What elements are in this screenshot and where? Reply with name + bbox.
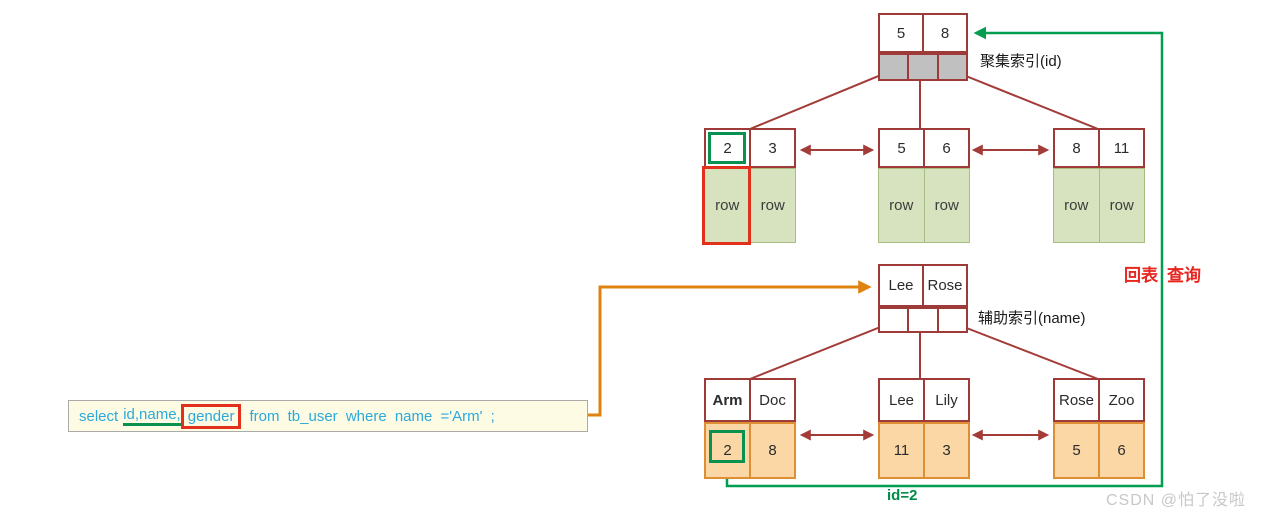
csdn-watermark: CSDN @怕了没啦 <box>1106 492 1247 509</box>
id-value-cell: 3 <box>942 442 951 459</box>
key-cell: Doc <box>759 391 786 409</box>
clustered-leaf-3-keys: 8 11 <box>1053 128 1145 168</box>
clustered-root-pointers <box>878 53 968 81</box>
row-cell: row <box>879 169 925 242</box>
id-value-cell: 8 <box>768 442 777 459</box>
key-cell: Rose <box>1055 380 1100 420</box>
secondary-child-link-right <box>950 321 1099 380</box>
id-value-cell: 2 <box>706 424 751 477</box>
secondary-leaf-2-keys: Lee Lily <box>878 378 970 422</box>
id-equals-2-label: id=2 <box>887 487 918 504</box>
pointer-cell <box>880 55 910 79</box>
clustered-leaf-3-rows: row row <box>1053 168 1145 243</box>
pointer-cell <box>880 309 910 331</box>
secondary-root-node: Lee Rose <box>878 264 968 307</box>
key-cell: Rose <box>927 277 963 294</box>
pointer-cell <box>909 55 939 79</box>
sql-select-keyword: select <box>79 407 119 425</box>
key-cell: 3 <box>768 139 777 157</box>
pointer-cell <box>939 309 966 331</box>
key-cell: Lee <box>880 380 925 420</box>
key-cell: 5 <box>880 15 924 51</box>
key-cell: Arm <box>706 380 751 420</box>
row-cell: row <box>760 197 785 214</box>
clustered-root-node: 5 8 <box>878 13 968 53</box>
id-value-cell: 11 <box>880 424 925 477</box>
clustered-leaf-2-keys: 5 6 <box>878 128 970 168</box>
clustered-child-link-right <box>950 69 1099 130</box>
pointer-cell <box>909 309 939 331</box>
key-cell: 6 <box>942 139 951 157</box>
clustered-leaf-2-rows: row row <box>878 168 970 243</box>
sql-rest-clause: from tb_user where name ='Arm' ; <box>249 407 495 425</box>
query-text: 查询 <box>1167 266 1201 285</box>
id-value-cell: 6 <box>1117 442 1126 459</box>
clustered-index-label: 聚集索引(id) <box>980 53 1062 70</box>
secondary-leaf-1-keys: Arm Doc <box>704 378 796 422</box>
highlight-id-2-secondary <box>709 430 745 463</box>
highlight-key-2-clustered <box>708 132 746 164</box>
secondary-leaf-3-keys: Rose Zoo <box>1053 378 1145 422</box>
key-cell: 11 <box>1113 139 1130 157</box>
key-cell: Lily <box>935 391 958 409</box>
sql-gender-column-boxed: gender <box>180 403 242 429</box>
row-cell: row <box>1054 169 1100 242</box>
key-cell: 8 <box>1055 130 1100 166</box>
key-cell: 5 <box>880 130 925 166</box>
back-table-text: 回表 <box>1124 266 1158 285</box>
sql-columns-underlined: id,name, <box>123 406 181 426</box>
secondary-leaf-3-values: 5 6 <box>1053 422 1145 479</box>
secondary-leaf-2-values: 11 3 <box>878 422 970 479</box>
id-value-cell: 5 <box>1055 424 1100 477</box>
secondary-index-label: 辅助索引(name) <box>978 310 1086 327</box>
key-cell: Lee <box>880 266 924 305</box>
sql-statement-box: select id,name, gender from tb_user wher… <box>68 400 588 432</box>
highlight-row-clustered <box>702 166 751 245</box>
row-cell: row <box>934 197 959 214</box>
key-cell: 8 <box>940 24 950 42</box>
row-cell: row <box>1109 197 1134 214</box>
key-cell: 2 <box>706 130 751 166</box>
clustered-child-link-left <box>749 69 894 130</box>
secondary-root-pointers <box>878 307 968 333</box>
pointer-cell <box>938 55 966 79</box>
key-cell: Zoo <box>1108 391 1135 409</box>
secondary-leaf-1-values: 2 8 <box>704 422 796 479</box>
secondary-child-link-left <box>749 321 894 380</box>
